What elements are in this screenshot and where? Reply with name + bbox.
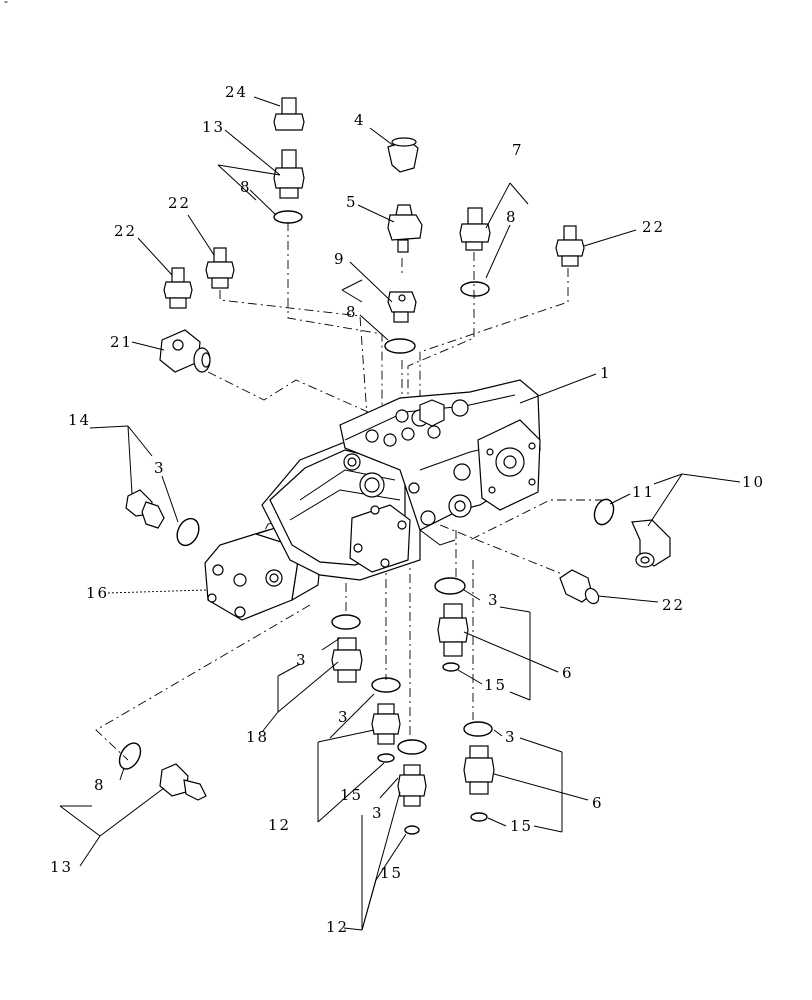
o-ring-8-top (273, 210, 303, 224)
o-ring-3-center (331, 614, 361, 630)
callout-14: 14 (68, 411, 91, 429)
fitting-12-b (397, 764, 427, 807)
elbow-10 (631, 519, 671, 568)
callout-8-lower-left: 8 (94, 776, 106, 794)
callout-22-left-a: 22 (168, 194, 191, 212)
callout-3-center: 3 (296, 651, 308, 669)
callout-21: 21 (110, 333, 133, 351)
callout-22-left-b: 22 (114, 222, 137, 240)
assembly-lines (95, 222, 604, 761)
callout-15-12b: 15 (380, 864, 403, 882)
callout-7: 7 (512, 141, 524, 159)
callout-5: 5 (346, 193, 358, 211)
o-ring-3-left (176, 517, 200, 547)
flange-plate (349, 504, 411, 573)
callout-24: 24 (225, 83, 248, 101)
o-ring-3-12a (371, 677, 401, 693)
fitting-22-left-a (205, 247, 235, 289)
o-ring-15-lower-right (470, 812, 488, 822)
callout-12-a: 12 (268, 816, 291, 834)
callout-15-12a: 15 (340, 786, 363, 804)
callout-8-top: 8 (240, 178, 252, 196)
fitting-13-lower (159, 763, 207, 801)
o-ring-15-upper-right (442, 662, 460, 672)
callout-22-right: 22 (642, 218, 665, 236)
callout-3-12b: 3 (372, 804, 384, 822)
callout-3-lower-right: 3 (505, 728, 517, 746)
o-ring-11 (593, 498, 615, 526)
callout-8-right: 8 (506, 208, 518, 226)
switch-5 (387, 204, 423, 253)
corner-mark: - (4, 0, 8, 8)
fitting-22-lower (559, 569, 600, 605)
callout-15-upper-right: 15 (484, 676, 507, 694)
o-ring-15-12b (404, 825, 420, 835)
callout-13-top: 13 (202, 118, 225, 136)
o-ring-8-mid (384, 338, 416, 354)
callout-6-upper: 6 (562, 664, 574, 682)
bottom-fittings (118, 577, 495, 835)
o-ring-3-lower-right (463, 721, 493, 737)
callout-12-b: 12 (326, 918, 349, 936)
callout-4: 4 (354, 111, 366, 129)
callout-1: 1 (600, 364, 612, 382)
o-ring-3-upper-right (434, 577, 466, 595)
callout-3-12a: 3 (338, 708, 350, 726)
fitting-22-right (555, 225, 585, 267)
fitting-14 (125, 489, 165, 529)
leader-lines (59, 96, 741, 931)
callout-10: 10 (742, 473, 765, 491)
callout-13-lower: 13 (50, 858, 73, 876)
o-ring-3-12b (397, 739, 427, 755)
fitting-22-left-b (163, 267, 193, 309)
fitting-7 (459, 207, 491, 251)
o-ring-15-12a (377, 753, 395, 763)
o-ring-8-right (460, 281, 490, 297)
fitting-6-lower (463, 745, 495, 795)
top-fittings (159, 97, 585, 373)
callout-3-upper-right: 3 (488, 591, 500, 609)
callout-9: 9 (334, 250, 346, 268)
callout-labels: 24 13 8 4 5 9 8 7 8 22 22 22 21 1 14 3 1… (50, 83, 765, 936)
callout-11: 11 (632, 483, 655, 501)
elbow-21 (159, 329, 211, 373)
fitting-6-upper (437, 603, 469, 657)
callout-16: 16 (86, 584, 109, 602)
plug-24 (273, 97, 305, 131)
pump-body (204, 379, 541, 621)
callout-22-lower: 22 (662, 596, 685, 614)
callout-18: 18 (246, 728, 269, 746)
callout-3-left: 3 (154, 459, 166, 477)
callout-15-lower-right: 15 (510, 817, 533, 835)
callout-6-lower: 6 (592, 794, 604, 812)
side-fittings (125, 489, 671, 605)
fitting-18 (331, 637, 363, 683)
plug-9 (387, 291, 417, 323)
fitting-13-top (273, 149, 305, 199)
fitting-12-a (371, 703, 401, 745)
callout-8-mid: 8 (346, 303, 358, 321)
o-ring-8-lower-left (118, 742, 142, 770)
